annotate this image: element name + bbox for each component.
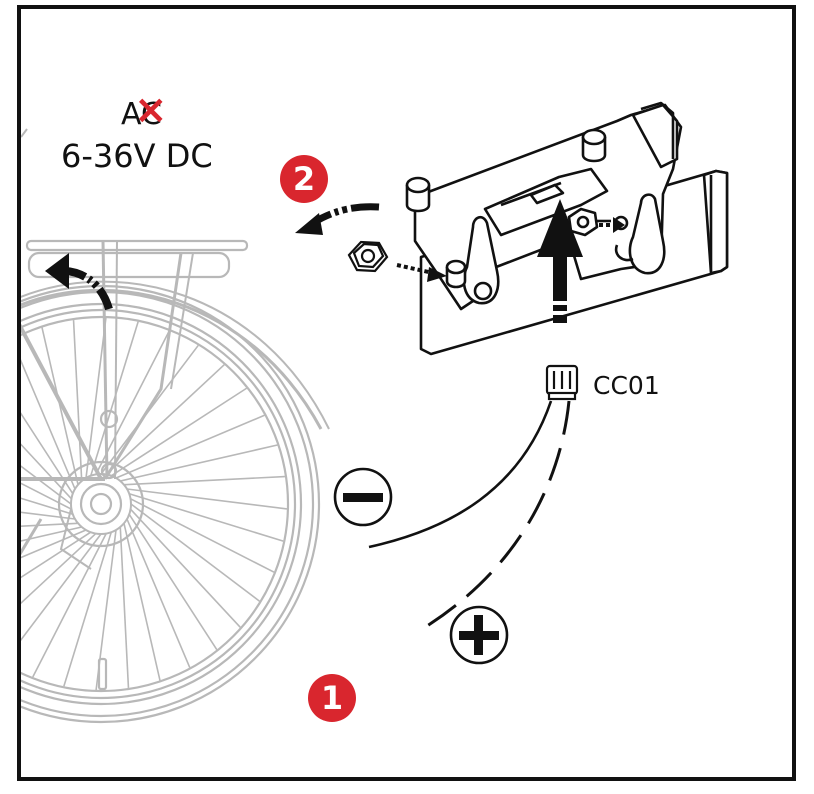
installation-illustration: [21, 101, 729, 724]
cc01-connector: [545, 364, 579, 401]
wheel-spoke: [123, 523, 161, 681]
wheel-spoke: [21, 529, 87, 559]
wheel-spoke: [21, 522, 79, 527]
wheel-spoke: [115, 414, 265, 479]
wheel-spoke: [21, 533, 102, 642]
wheel-spoke: [120, 444, 278, 482]
wheel-spoke: [21, 526, 82, 542]
wheel-spoke: [21, 482, 72, 510]
wheel-spoke: [105, 364, 225, 476]
step-2-badge: 2: [280, 155, 328, 203]
mounting-bracket: [405, 101, 729, 356]
step-1-badge: 1: [308, 674, 356, 722]
rear-rack: [25, 239, 249, 480]
negative-wire: [368, 400, 553, 549]
wheel-spoke: [110, 387, 248, 477]
rack-mount-arrow: [45, 253, 113, 311]
wheel-spoke: [63, 531, 113, 687]
mount-post-left: [405, 176, 431, 213]
nut-insert-arrow: [396, 263, 447, 282]
wheel-spoke: [130, 503, 261, 602]
ac-label: AC ×: [121, 87, 168, 133]
wheel-spoke: [128, 492, 284, 542]
wheel-spoke: [21, 511, 76, 520]
wheel-spoke: [21, 497, 74, 516]
mount-post-right: [581, 128, 607, 163]
connector-label: CC01: [593, 371, 660, 400]
slide-direction-arrow: [295, 203, 380, 235]
wheel-spoke: [21, 465, 72, 505]
wheel-spoke: [130, 498, 275, 573]
dc-voltage-label: 6-36V DC: [61, 137, 213, 175]
wheel-spoke: [89, 321, 139, 477]
wheel-spoke: [21, 412, 74, 495]
wheel-spoke: [72, 319, 83, 482]
wheel-spoke: [85, 317, 107, 479]
wheel-spoke: [129, 508, 241, 628]
hex-nut: [347, 240, 389, 273]
diagram-frame: AC × 6-36V DC CC01 1 2: [17, 5, 796, 781]
bracket-up-arrow: [537, 199, 583, 323]
bicycle: [21, 128, 330, 724]
plus-in-circle-icon: [449, 605, 509, 665]
wheel-spoke: [32, 533, 107, 678]
wheel-spoke: [21, 359, 76, 490]
wheel-spoke: [95, 330, 170, 475]
minus-in-circle-icon: [333, 467, 393, 527]
wheel-spoke: [21, 532, 97, 605]
positive-wire: [418, 400, 571, 633]
wheel-spoke: [128, 513, 218, 651]
wheel-spoke: [21, 531, 92, 579]
wheel-spoke: [119, 526, 130, 689]
rear-fender: [21, 288, 323, 430]
wheel-spoke: [126, 488, 288, 510]
ac-cross-icon: ×: [134, 87, 168, 133]
wheel-spoke: [126, 518, 191, 668]
wheel-spoke: [123, 475, 286, 486]
wheel-spoke: [41, 327, 79, 485]
bolt-insert-arrow: [599, 217, 625, 233]
rear-wheel: [21, 284, 321, 724]
